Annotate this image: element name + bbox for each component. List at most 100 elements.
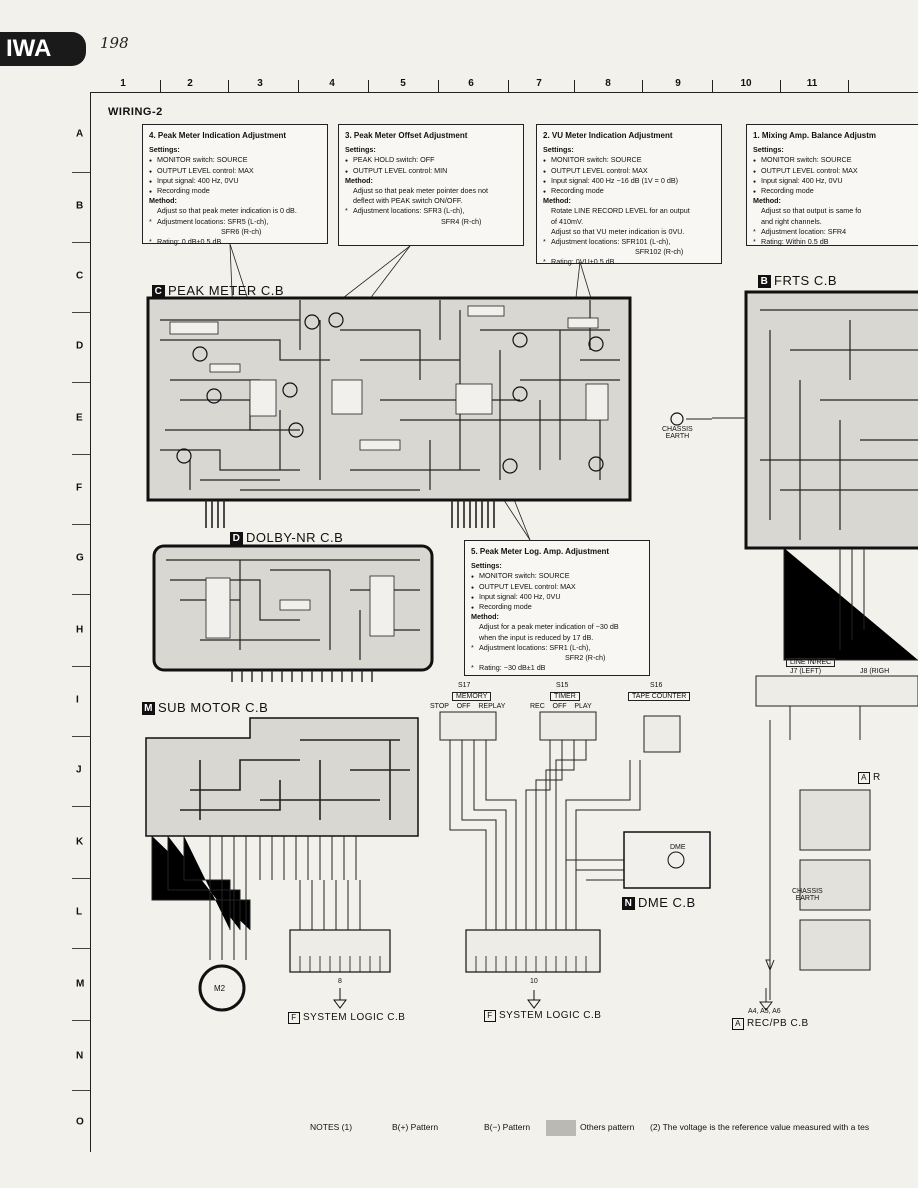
setting-item: OUTPUT LEVEL control: MAX — [753, 166, 918, 177]
setting-item: Input signal: 400 Hz −16 dB (1V = 0 dB) — [543, 176, 715, 187]
page-title: WIRING-2 — [108, 106, 163, 118]
left-frame-line — [90, 92, 91, 1152]
box-heading: 2. VU Meter Indication Adjustment — [543, 131, 673, 140]
column-label: 8 — [605, 78, 611, 89]
column-tick — [228, 80, 229, 92]
setting-item: MONITOR switch: SOURCE — [753, 155, 918, 166]
column-label: 1 — [120, 78, 126, 89]
method-label: Method: — [471, 612, 499, 622]
row-tick — [72, 1090, 90, 1091]
notes-label: NOTES (1) — [310, 1122, 353, 1132]
jack-j7-label: J7 (LEFT) — [790, 668, 822, 675]
adjustment-locations: Adjustment locations: SFR3 (L-ch), — [345, 206, 517, 216]
column-label: 6 — [468, 78, 474, 89]
switch-s15-id: S15 — [556, 682, 569, 689]
memory-switch-positions: STOP OFF REPLAY — [430, 703, 506, 710]
line-jacks — [755, 675, 918, 1011]
voltage-note: (2) The voltage is the reference value m… — [650, 1122, 870, 1132]
frts-board — [670, 290, 918, 661]
column-tick — [712, 80, 713, 92]
column-label: 9 — [675, 78, 681, 89]
method-label: Method: — [149, 196, 177, 206]
setting-item: OUTPUT LEVEL control: MAX — [149, 166, 321, 177]
column-label: 10 — [740, 78, 752, 89]
board-name: FRTS C.B — [774, 273, 837, 288]
column-tick — [298, 80, 299, 92]
column-label: 3 — [257, 78, 263, 89]
row-tick — [72, 312, 90, 313]
method-label: Method: — [753, 196, 781, 206]
peak-meter-board — [146, 296, 632, 528]
board-badge: M — [142, 702, 155, 715]
method-text: when the input is reduced by 17 dB. — [479, 632, 594, 642]
vu-meter-indication-box: 2. VU Meter Indication Adjustment Settin… — [536, 124, 722, 268]
row-label: G — [76, 552, 84, 564]
dme-board-artwork — [623, 831, 711, 889]
setting-item: Recording mode — [149, 186, 321, 197]
setting-item: OUTPUT LEVEL control: MIN — [345, 166, 517, 177]
row-label: A — [76, 128, 84, 140]
board-name: SUB MOTOR C.B — [158, 700, 269, 715]
method-text: Adjust so that peak meter pointer does n… — [353, 186, 489, 196]
method-text: and right channels. — [761, 216, 822, 226]
row-tick — [72, 666, 90, 667]
board-badge: C — [152, 285, 165, 298]
dme-label: DME — [670, 844, 686, 851]
row-label: L — [76, 906, 83, 918]
column-label: 11 — [806, 78, 818, 89]
setting-item: PEAK HOLD switch: OFF — [345, 155, 517, 166]
method-text: of 410mV. — [551, 216, 584, 226]
setting-item: Input signal: 400 Hz, 0VU — [753, 176, 918, 187]
row-tick — [72, 454, 90, 455]
motor-label: M2 — [214, 984, 226, 993]
column-tick — [574, 80, 575, 92]
system-logic-connectors — [289, 929, 601, 1009]
column-label: 7 — [536, 78, 542, 89]
connector-10-label: 10 — [530, 978, 538, 985]
row-label: J — [76, 764, 82, 776]
method-label: Method: — [543, 196, 571, 206]
method-text: Rotate LINE RECORD LEVEL for an output — [551, 206, 690, 216]
method-text: deflect with PEAK switch ON/OFF. — [353, 196, 463, 206]
timer-switch-positions: REC OFF PLAY — [530, 703, 592, 710]
jack-j8-label: J8 (RIGH — [860, 668, 890, 675]
dolby-board — [152, 544, 434, 682]
b-plus-pattern-note: B(+) Pattern — [392, 1122, 439, 1132]
chassis-earth-label: CHASSIS EARTH — [792, 888, 823, 902]
peak-meter-indication-box: 4. Peak Meter Indication Adjustment Sett… — [142, 124, 328, 247]
rating: Rating: 0 dB±0.5 dB — [149, 237, 321, 247]
row-label: M — [76, 978, 85, 990]
setting-item: OUTPUT LEVEL control: MAX — [471, 582, 643, 593]
memory-switch-label: MEMORY — [452, 692, 492, 701]
row-label: H — [76, 624, 84, 636]
row-tick — [72, 242, 90, 243]
row-label: D — [76, 340, 84, 352]
line-in-rec-label: LINE IN/REC — [786, 658, 836, 667]
settings-label: Settings: — [345, 145, 376, 155]
adjustment-location: Adjustment location: SFR4 — [753, 227, 918, 237]
peak-meter-offset-box: 3. Peak Meter Offset Adjustment Settings… — [338, 124, 524, 246]
column-label: 5 — [400, 78, 406, 89]
board-badge: F — [484, 1010, 496, 1022]
box-heading: 5. Peak Meter Log. Amp. Adjustment — [471, 547, 610, 556]
handwritten-page-note: 198 — [100, 34, 129, 52]
column-tick — [780, 80, 781, 92]
peak-log-amp-box: 5. Peak Meter Log. Amp. Adjustment Setti… — [464, 540, 650, 676]
adjustment-locations-cont: SFR2 (R-ch) — [565, 653, 606, 663]
adjustment-locations: Adjustment locations: SFR101 (L-ch), — [543, 237, 715, 247]
row-label: F — [76, 482, 83, 494]
mixing-amp-balance-box: 1. Mixing Amp. Balance Adjustm Settings:… — [746, 124, 918, 247]
method-text: Adjust so that output is same fo — [761, 206, 862, 216]
setting-item: Input signal: 400 Hz, 0VU — [471, 592, 643, 603]
row-tick — [72, 878, 90, 879]
earth-label: EARTH — [795, 895, 820, 902]
